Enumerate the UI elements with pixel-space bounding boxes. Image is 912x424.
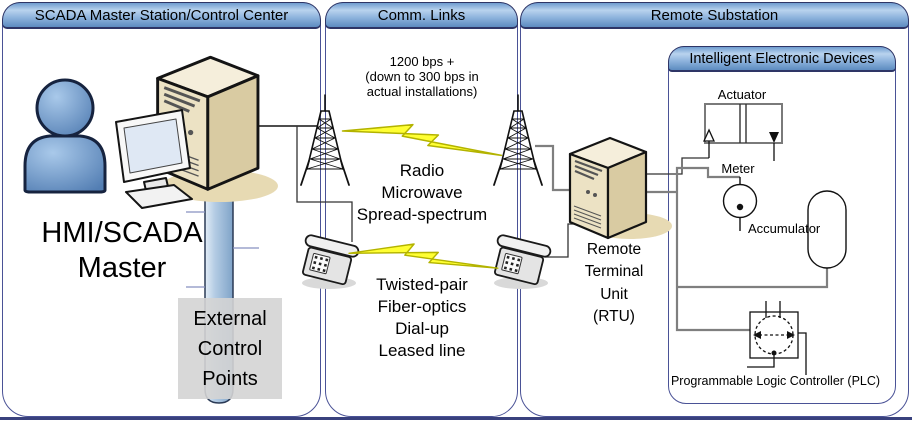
bandwidth-note: 1200 bps + (down to 300 bps in actual in… xyxy=(330,54,514,99)
rtu-label: Remote Terminal Unit (RTU) xyxy=(571,239,657,329)
wired-line1: Twisted-pair xyxy=(376,275,468,294)
hmi-title-line1: HMI/SCADA xyxy=(41,217,203,249)
meter-label: Meter xyxy=(721,161,755,176)
panel-comm-links-header: Comm. Links xyxy=(325,2,518,29)
rtu-line3: Unit xyxy=(600,285,628,303)
rtu-line1: Remote xyxy=(586,241,642,258)
wired-line4: Leased line xyxy=(378,341,466,360)
radio-line3: Spread-spectrum xyxy=(356,205,488,224)
radio-line1: Radio xyxy=(399,161,445,180)
hmi-title-line2: Master xyxy=(77,252,167,284)
wired-link-labels: Twisted-pair Fiber-optics Dial-up Leased… xyxy=(330,274,514,362)
wired-line3: Dial-up xyxy=(395,319,449,338)
panel-scada-master-header: SCADA Master Station/Control Center xyxy=(2,2,321,29)
hmi-scada-master-title: HMI/SCADA Master xyxy=(12,216,232,286)
panel-comm-links-title: Comm. Links xyxy=(377,6,466,24)
panel-remote-substation-header: Remote Substation xyxy=(520,2,909,29)
panel-comm-links: Comm. Links xyxy=(325,2,518,417)
bandwidth-line3: actual installations) xyxy=(366,84,478,99)
external-line1: External xyxy=(193,308,267,330)
external-control-points-box: External Control Points xyxy=(178,298,282,399)
panel-scada-master-title: SCADA Master Station/Control Center xyxy=(34,6,289,24)
radio-line2: Microwave xyxy=(381,183,463,202)
bottom-rule xyxy=(0,417,912,420)
radio-link-labels: Radio Microwave Spread-spectrum xyxy=(330,160,514,226)
actuator-label: Actuator xyxy=(717,87,767,102)
external-line3: Points xyxy=(202,368,258,390)
rtu-line2: Terminal xyxy=(584,263,644,281)
bandwidth-line2: (down to 300 bps in xyxy=(365,69,479,84)
plc-label: Programmable Logic Controller (PLC) xyxy=(670,374,881,388)
panel-ied-header: Intelligent Electronic Devices xyxy=(668,46,896,72)
accumulator-label: Accumulator xyxy=(748,221,821,236)
rtu-line4: (RTU) xyxy=(593,308,635,326)
panel-ied-title: Intelligent Electronic Devices xyxy=(689,50,875,67)
wired-line2: Fiber-optics xyxy=(377,297,467,316)
panel-remote-substation-title: Remote Substation xyxy=(650,6,779,24)
external-line2: Control xyxy=(197,338,263,360)
bandwidth-line1: 1200 bps + xyxy=(389,54,455,69)
